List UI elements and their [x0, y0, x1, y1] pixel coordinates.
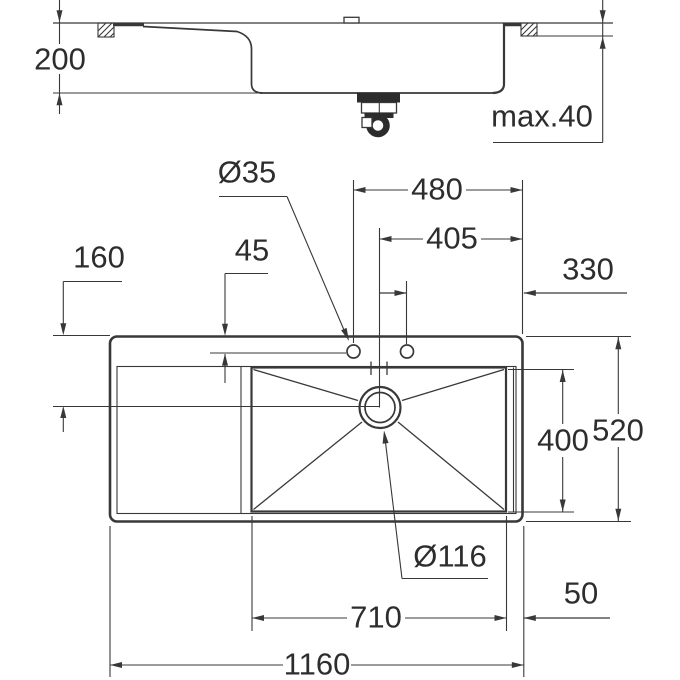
dimension-45: 45 [222, 233, 269, 383]
countertop-hatch-left [97, 22, 115, 38]
plan-view: Ø35 480 405 [53, 155, 644, 680]
dim-label-max40: max.40 [491, 99, 593, 134]
dimension-160: 160 [53, 240, 125, 432]
dimension-hole-diameter: Ø35 [218, 155, 349, 341]
dimension-max40: max.40 [491, 0, 606, 144]
dimension-400: 400 [508, 368, 589, 513]
drain-flange [357, 92, 400, 103]
dim-label-520: 520 [592, 413, 644, 448]
dim-label-160: 160 [73, 240, 125, 275]
dim-label-330: 330 [562, 252, 614, 287]
dim-label-drain-dia: Ø116 [413, 539, 487, 574]
bowl-right-wall [492, 23, 506, 95]
bowl-slope-diagonals [253, 368, 505, 511]
trap-tab [361, 116, 373, 129]
dim-label-hole-dia: Ø35 [218, 155, 277, 190]
dim-label-45: 45 [235, 233, 269, 268]
dimension-710: 710 [251, 516, 508, 635]
dimension-330: 330 [380, 252, 627, 344]
dim-label-200: 200 [34, 42, 86, 77]
dim-label-710: 710 [350, 600, 402, 635]
dim-label-480: 480 [411, 172, 463, 207]
faucet-hole-2 [399, 344, 415, 359]
faucet-hole-1 [346, 344, 361, 359]
dimension-520: 520 [526, 335, 644, 523]
countertop-hatch-right [520, 22, 538, 37]
sink-outline [108, 335, 524, 523]
faucet-collar [343, 16, 360, 24]
dim-label-1160: 1160 [284, 647, 351, 680]
dim-label-50: 50 [564, 576, 598, 611]
dimension-drain-diameter: Ø116 [382, 430, 488, 580]
dimension-480: 480 [352, 172, 524, 343]
dimension-405: 405 [379, 221, 523, 256]
dimension-200: 200 [34, 0, 86, 114]
sink-profile-drainer [142, 25, 263, 94]
dim-label-405: 405 [426, 221, 478, 256]
dimension-50: 50 [523, 526, 610, 677]
dim-label-400: 400 [537, 423, 589, 458]
side-view: 200 max.40 [34, 0, 613, 144]
dimension-1160: 1160 [109, 526, 524, 680]
drain-trap [357, 92, 400, 138]
bowl-outline [250, 366, 508, 513]
